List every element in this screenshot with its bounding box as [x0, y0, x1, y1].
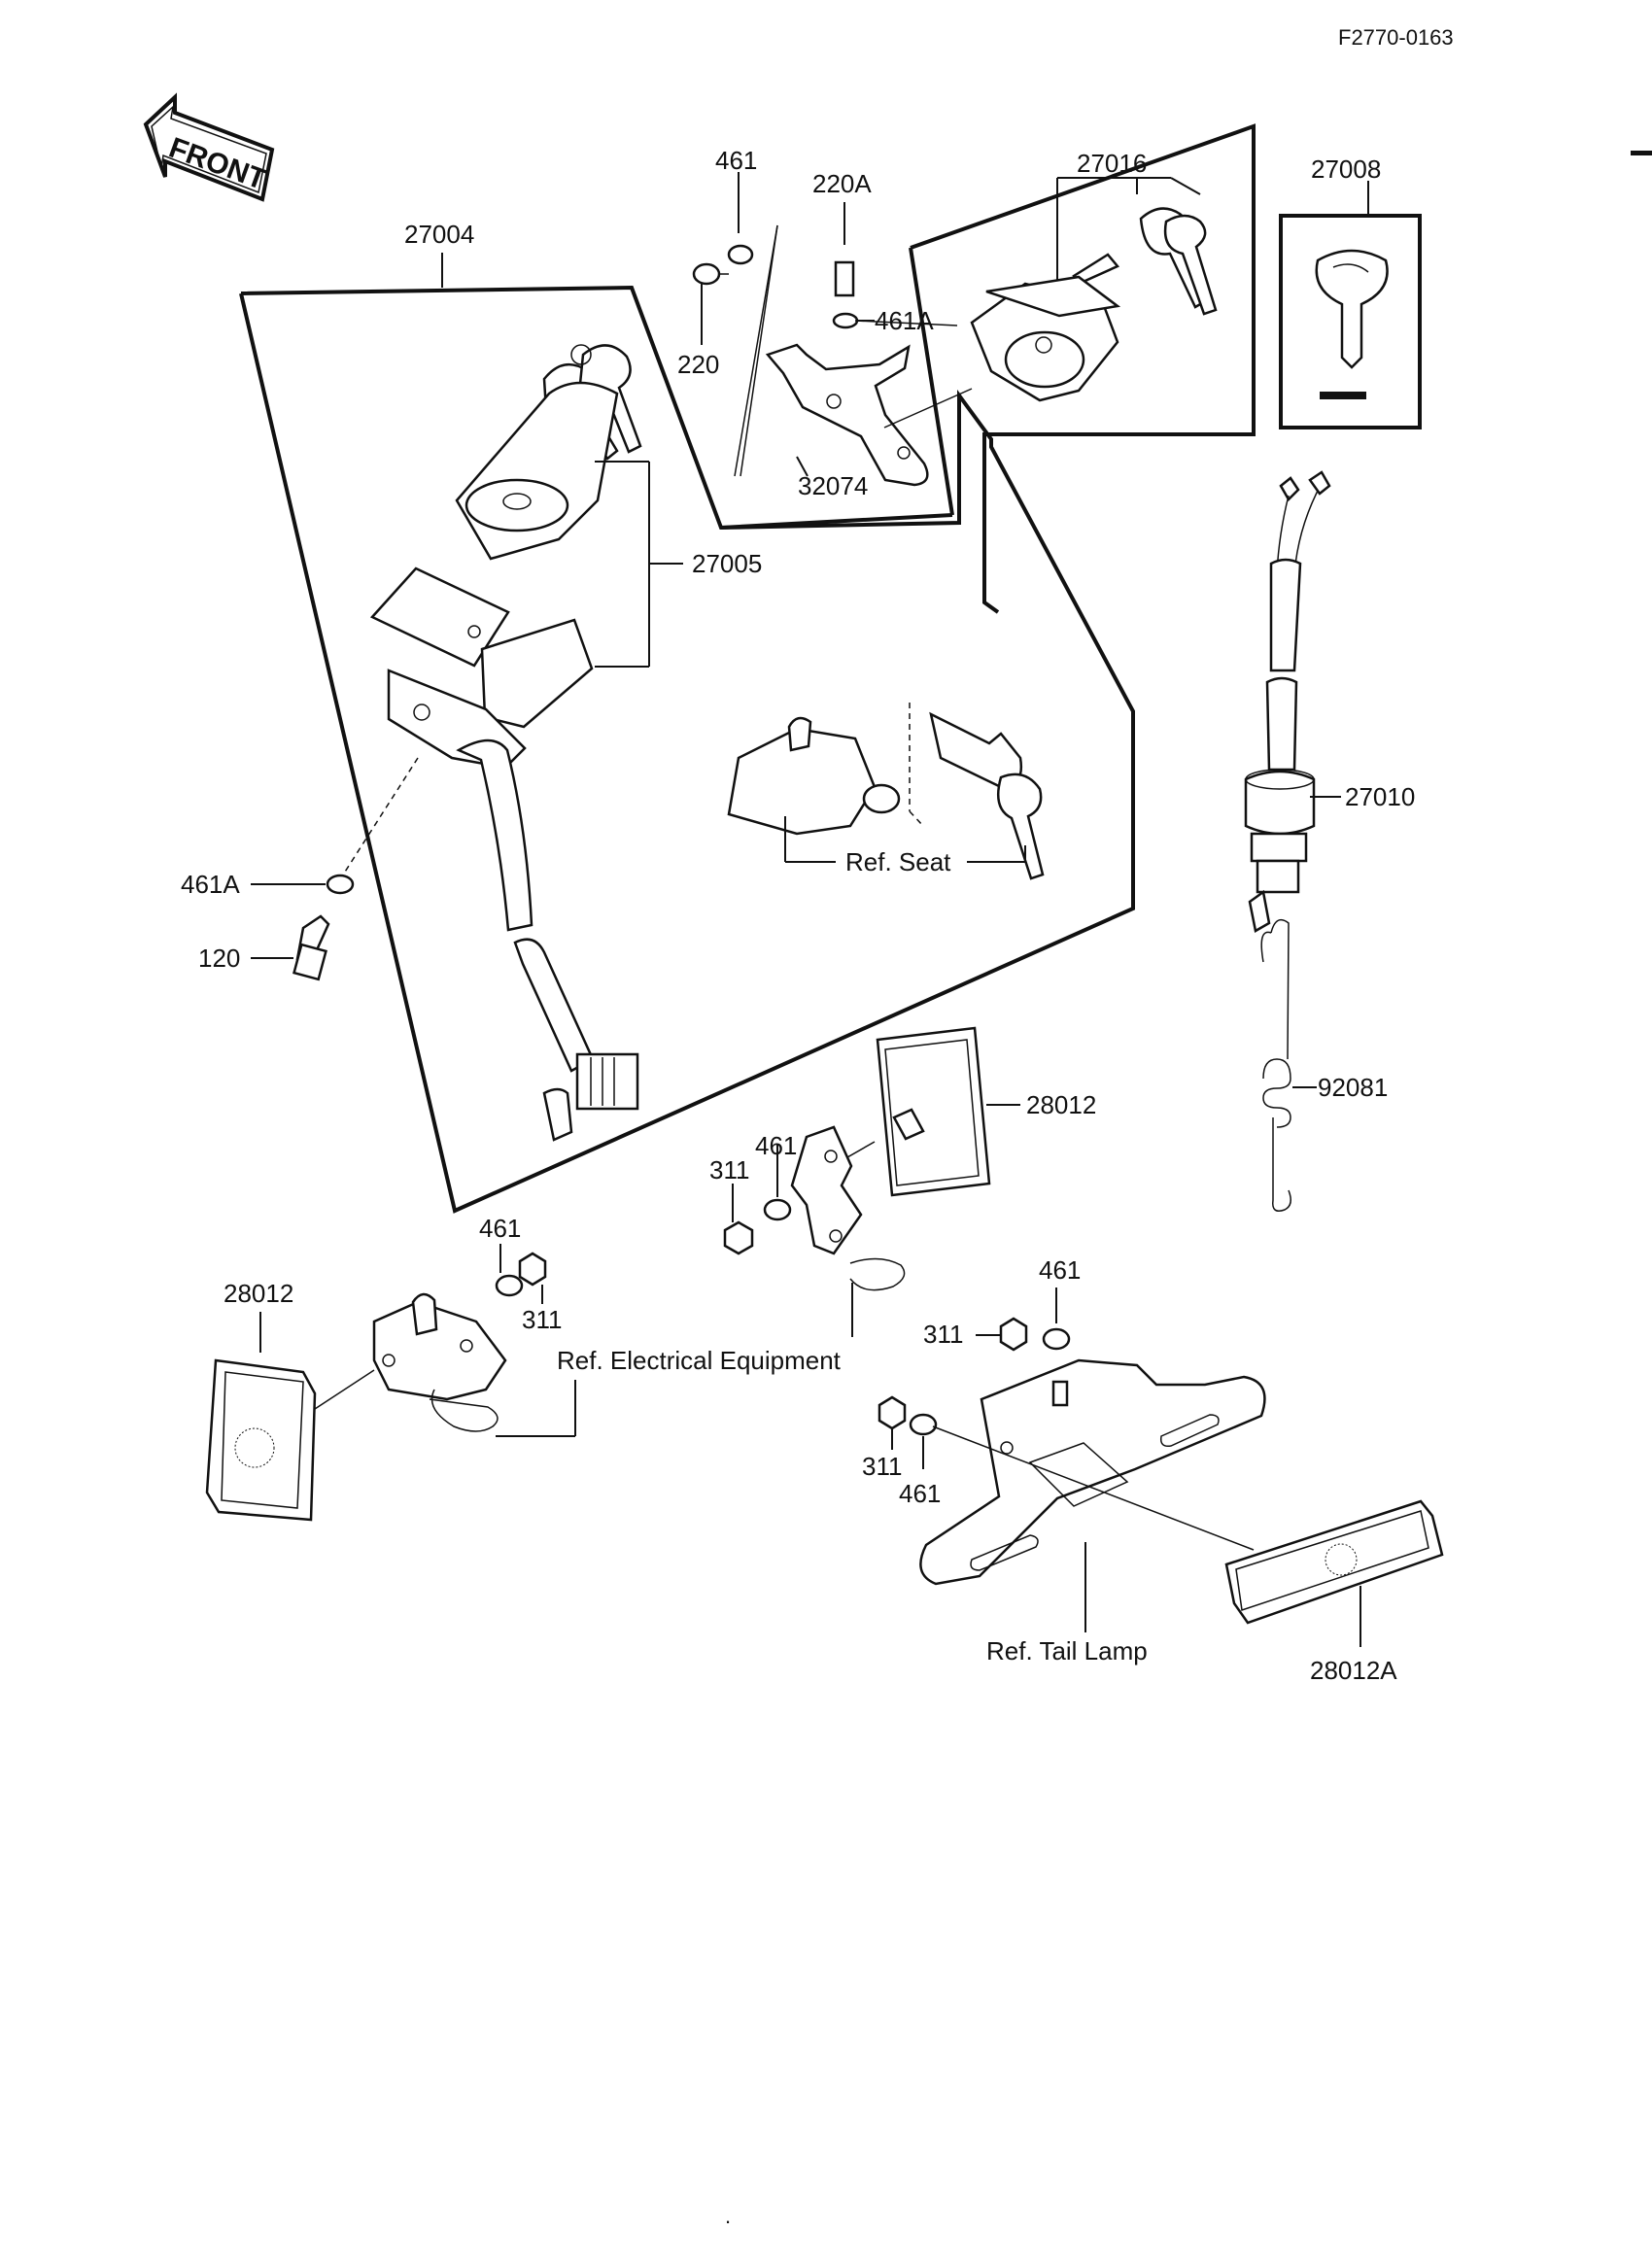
- part-label-27004: 27004: [404, 220, 474, 249]
- part-label-28012-center: 28012: [1026, 1090, 1096, 1119]
- margin-mark: [1631, 151, 1652, 155]
- part-label-27005: 27005: [692, 549, 762, 578]
- ignition-switch-body: [369, 381, 619, 770]
- part-label-311-right-top: 311: [923, 1320, 963, 1349]
- seat-lock-group: Ref. Seat: [727, 703, 1045, 880]
- reflector-28012-left-group: 28012 461 311: [205, 1214, 562, 1522]
- part-label-27016: 27016: [1077, 149, 1147, 178]
- ref-electrical-label: Ref. Electrical Equipment: [557, 1346, 842, 1375]
- part-label-220A: 220A: [812, 169, 872, 198]
- part-label-461-right-bottom: 461: [899, 1479, 941, 1508]
- footer-dot: .: [725, 2204, 731, 2228]
- part-label-461-left: 461: [479, 1214, 521, 1243]
- key-27008-group: 27008: [1279, 154, 1422, 429]
- part-label-461-top: 461: [715, 146, 757, 175]
- reflector-28012A-group: 28012A: [1224, 1499, 1444, 1685]
- part-label-28012-left: 28012: [224, 1279, 293, 1308]
- part-label-32074: 32074: [798, 471, 868, 500]
- part-label-27010: 27010: [1345, 782, 1415, 811]
- part-label-461A-left: 461A: [181, 870, 240, 899]
- part-label-92081: 92081: [1318, 1073, 1388, 1102]
- helmet-lock-group: 27016: [854, 149, 1218, 429]
- front-arrow-icon: FRONT: [143, 92, 275, 202]
- ref-tail-lamp-label: Ref. Tail Lamp: [986, 1636, 1148, 1665]
- spring-92081-group: 92081: [1260, 918, 1388, 1212]
- part-label-311-left: 311: [522, 1305, 562, 1334]
- part-label-311-center: 311: [709, 1155, 749, 1184]
- part-label-28012A: 28012A: [1310, 1656, 1397, 1685]
- ref-seat-label: Ref. Seat: [845, 847, 951, 876]
- part-label-461-right-top: 461: [1039, 1255, 1081, 1285]
- part-label-120: 120: [198, 944, 240, 973]
- bracket-32074-group: 461 220 220A 461A 32074: [677, 123, 1256, 614]
- ignition-switch-group: 27004: [239, 220, 1135, 1214]
- part-label-311-right-bottom: 311: [862, 1452, 902, 1481]
- screw-120-group: 461A 120: [181, 870, 355, 981]
- switch-27010-group: 27010: [1244, 470, 1415, 933]
- tail-lamp-bracket-group: 461 311 311 461 Ref. Tail Lamp: [862, 1255, 1266, 1665]
- reflector-28012-center-group: 28012 461 311: [709, 1026, 1096, 1337]
- ignition-cable: [456, 738, 639, 1142]
- part-label-220: 220: [677, 350, 719, 379]
- document-code: F2770-0163: [1338, 25, 1454, 50]
- part-label-461-center: 461: [755, 1131, 797, 1160]
- part-label-27008: 27008: [1311, 154, 1381, 184]
